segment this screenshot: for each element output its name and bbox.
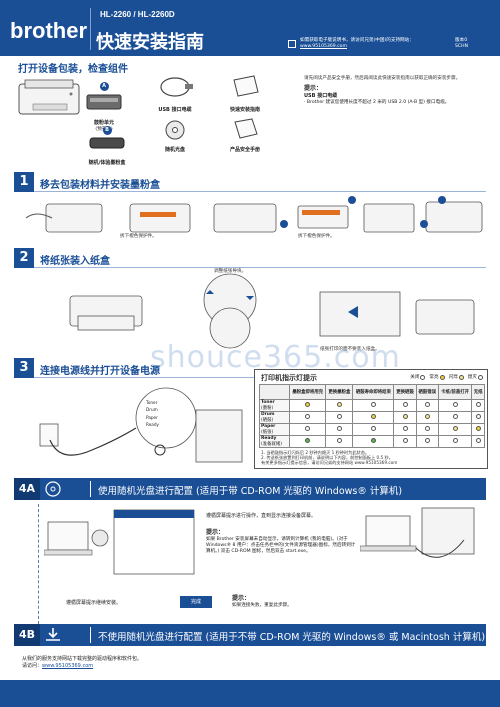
step-4b-header: 4B 不使用随机光盘进行配置 (适用于不带 CD-ROM 光驱的 Windows… <box>14 624 486 646</box>
led-row-ready: Ready(准备就绪) <box>259 435 485 448</box>
step-3-header: 3 连接电源线并打开设备电源 <box>14 358 486 378</box>
model-name: HL-2260 / HL-2260D <box>100 10 175 19</box>
led-legend: 关闭 常亮 闪烁 熄灭 <box>410 374 483 380</box>
led-panel-labels: Toner Drum Paper Ready <box>146 399 159 429</box>
badge-b: B <box>102 126 112 135</box>
step-4a-instruction: 遵循屏幕提示进行操作，直到显示连接设备屏幕。 <box>206 513 317 519</box>
header-info-text: 如需获取电子版说明书，请访问兄弟(中国)的支持网站： <box>300 38 414 43</box>
follow-instructions-text: 遵循屏幕提示继续安装。 <box>66 600 122 606</box>
led-notes: 1. 当硒鼓指示灯闪烁后 2 秒钟内熄灭 1 秒钟时为此状态。 2. 传送纸张放… <box>261 450 398 466</box>
step-1-caption-1: 拆下橙色保护件。 <box>120 234 157 239</box>
header-divider <box>90 8 91 50</box>
version-label: 版本0 <box>455 38 468 43</box>
led-title: 打印机指示灯提示 <box>261 374 317 382</box>
step-4a-header: 4A 使用随机光盘进行配置 (适用于带 CD-ROM 光驱的 Windows® … <box>14 478 486 500</box>
step-3-illustrations <box>39 387 243 463</box>
usb-tip: 提示： USB 接口电缆 · Brother 建议您使用长度不超过 2 米的 U… <box>304 85 450 106</box>
document-title: 快速安装指南 <box>96 32 204 53</box>
cd-icon <box>45 481 61 497</box>
finish-button[interactable]: 完成 <box>180 596 212 608</box>
step-2-illustrations <box>69 273 475 349</box>
usb-connection-illustration <box>360 507 475 558</box>
item-safety-guide: 产品安全手册 <box>220 118 270 153</box>
step-2-caption-2: 纸张打印的面不要装入纸盒。 <box>320 347 380 352</box>
manual-icon <box>288 40 296 48</box>
led-row-paper: Paper(纸张) <box>259 423 485 436</box>
badge-a: A <box>99 82 109 91</box>
item-usb-cable: USB 接口电缆 <box>150 74 200 113</box>
led-row-drum: Drum(硒鼓) <box>259 411 485 424</box>
support-link[interactable]: www.95105369.com <box>300 44 347 49</box>
step-4a-tip: 提示： 如果 Brother 安装屏幕未自动显示，请转到计算机 (我的电脑)。(… <box>206 529 356 555</box>
step-1-header: 1 移去包装材料并安装墨粉盒 <box>14 172 486 192</box>
item-toner-cartridge: B 随机/体验墨粉盒 <box>88 126 126 166</box>
step-2-caption-1: 调整纸张导块。 <box>214 269 247 274</box>
led-label-toner: Toner <box>146 400 158 405</box>
led-label-paper: Paper <box>146 414 158 420</box>
printer-illustration <box>10 76 90 122</box>
led-label-drum: Drum <box>146 407 158 413</box>
step-4b-note: 从我们的服务支持网站下载完整的驱动程序和软件包。 请访问：www.9510536… <box>22 656 143 669</box>
step-2-header: 2 将纸张装入纸盒 <box>14 248 486 268</box>
step-1-illustrations <box>25 196 483 233</box>
step-4a-panel <box>38 504 468 624</box>
led-indicator-table-box: 打印机指示灯提示 关闭 常亮 闪烁 熄灭 墨粉盒即将用完 更换墨粉盒 硒鼓寿命即… <box>254 369 488 469</box>
unpack-title: 打开设备包装，检查组件 <box>18 64 128 75</box>
led-row-toner: Toner(墨粉) <box>259 399 485 412</box>
unpack-note: 请先阅读产品安全手册，然后再阅读此快速安装指南以获取正确的安装步骤。 <box>304 76 461 81</box>
item-quick-guide: 快速安装指南 <box>220 74 270 113</box>
laptop-cd-illustration <box>44 509 195 575</box>
language-code: SCHN <box>455 44 469 49</box>
led-label-ready: Ready <box>146 422 159 428</box>
header-info: 如需获取电子版说明书，请访问兄弟(中国)的支持网站： www.95105369.… <box>300 38 430 50</box>
download-icon <box>46 628 60 641</box>
support-site-link[interactable]: www.95105369.com <box>42 663 94 669</box>
step-4a-tip2: 提示： 如果连接失败，重复此步骤。 <box>232 595 292 609</box>
brand-logo: brother <box>10 18 87 43</box>
item-cd: 随机光盘 <box>150 120 200 153</box>
footer-band <box>0 680 500 707</box>
header-band: brother HL-2260 / HL-2260D 快速安装指南 如需获取电子… <box>0 0 500 56</box>
led-table: 墨粉盒即将用完 更换墨粉盒 硒鼓寿命即将结束 更换硒鼓 硒鼓错误 卡纸/前盖打开… <box>259 384 485 448</box>
version-info: 版本0 SCHN <box>455 38 468 50</box>
step-1-caption-2: 拆下橙色保护件。 <box>298 234 335 239</box>
